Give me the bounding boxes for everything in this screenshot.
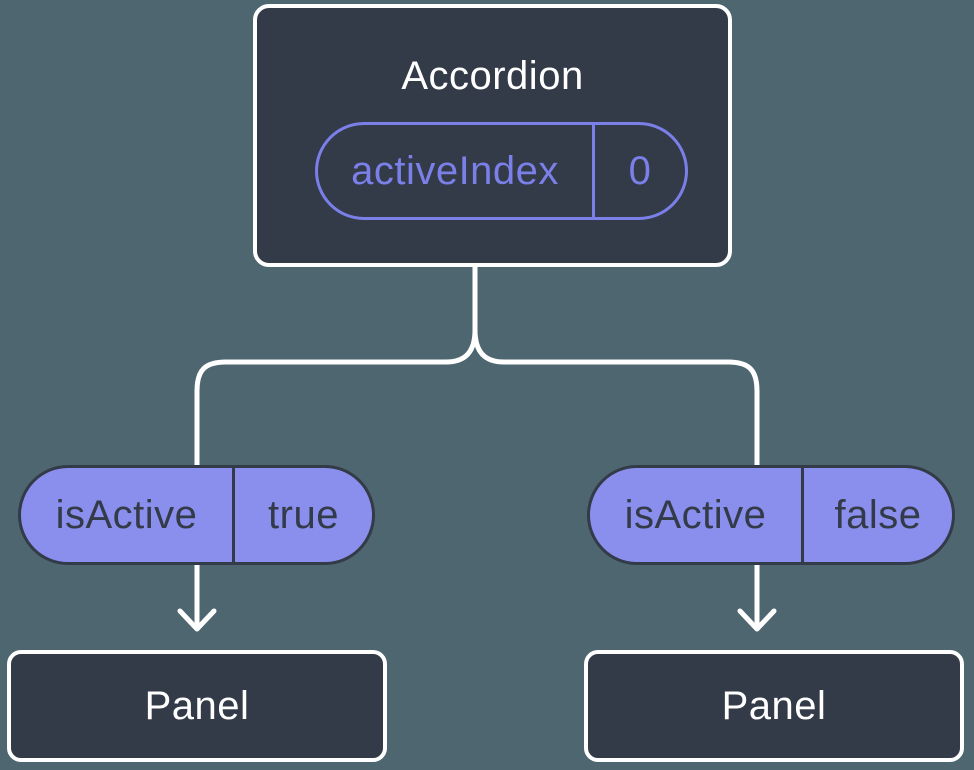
prop-pill-value: false xyxy=(834,492,922,537)
prop-pill-divider xyxy=(232,468,235,562)
state-pill-label: activeIndex xyxy=(351,148,559,193)
prop-pill-left: isActive true xyxy=(18,465,375,565)
prop-pill-divider xyxy=(801,468,804,562)
panel-node-left: Panel xyxy=(7,650,387,762)
accordion-node-title: Accordion xyxy=(401,54,584,98)
state-pill-divider xyxy=(592,125,595,217)
state-pill-value: 0 xyxy=(628,148,652,193)
prop-pill-label: isActive xyxy=(624,492,767,537)
prop-pill-label: isActive xyxy=(55,492,198,537)
connector-left-branch xyxy=(194,263,478,627)
prop-pill-value: true xyxy=(268,492,339,537)
panel-node-right: Panel xyxy=(584,650,964,762)
arrow-down-icon xyxy=(737,608,777,632)
panel-node-title: Panel xyxy=(144,683,250,728)
arrow-down-icon xyxy=(177,608,217,632)
panel-node-title: Panel xyxy=(721,683,827,728)
state-pill: activeIndex 0 xyxy=(315,122,688,220)
prop-pill-right: isActive false xyxy=(587,465,955,565)
accordion-node: Accordion activeIndex 0 xyxy=(253,4,732,267)
connector-right-branch xyxy=(472,263,760,627)
